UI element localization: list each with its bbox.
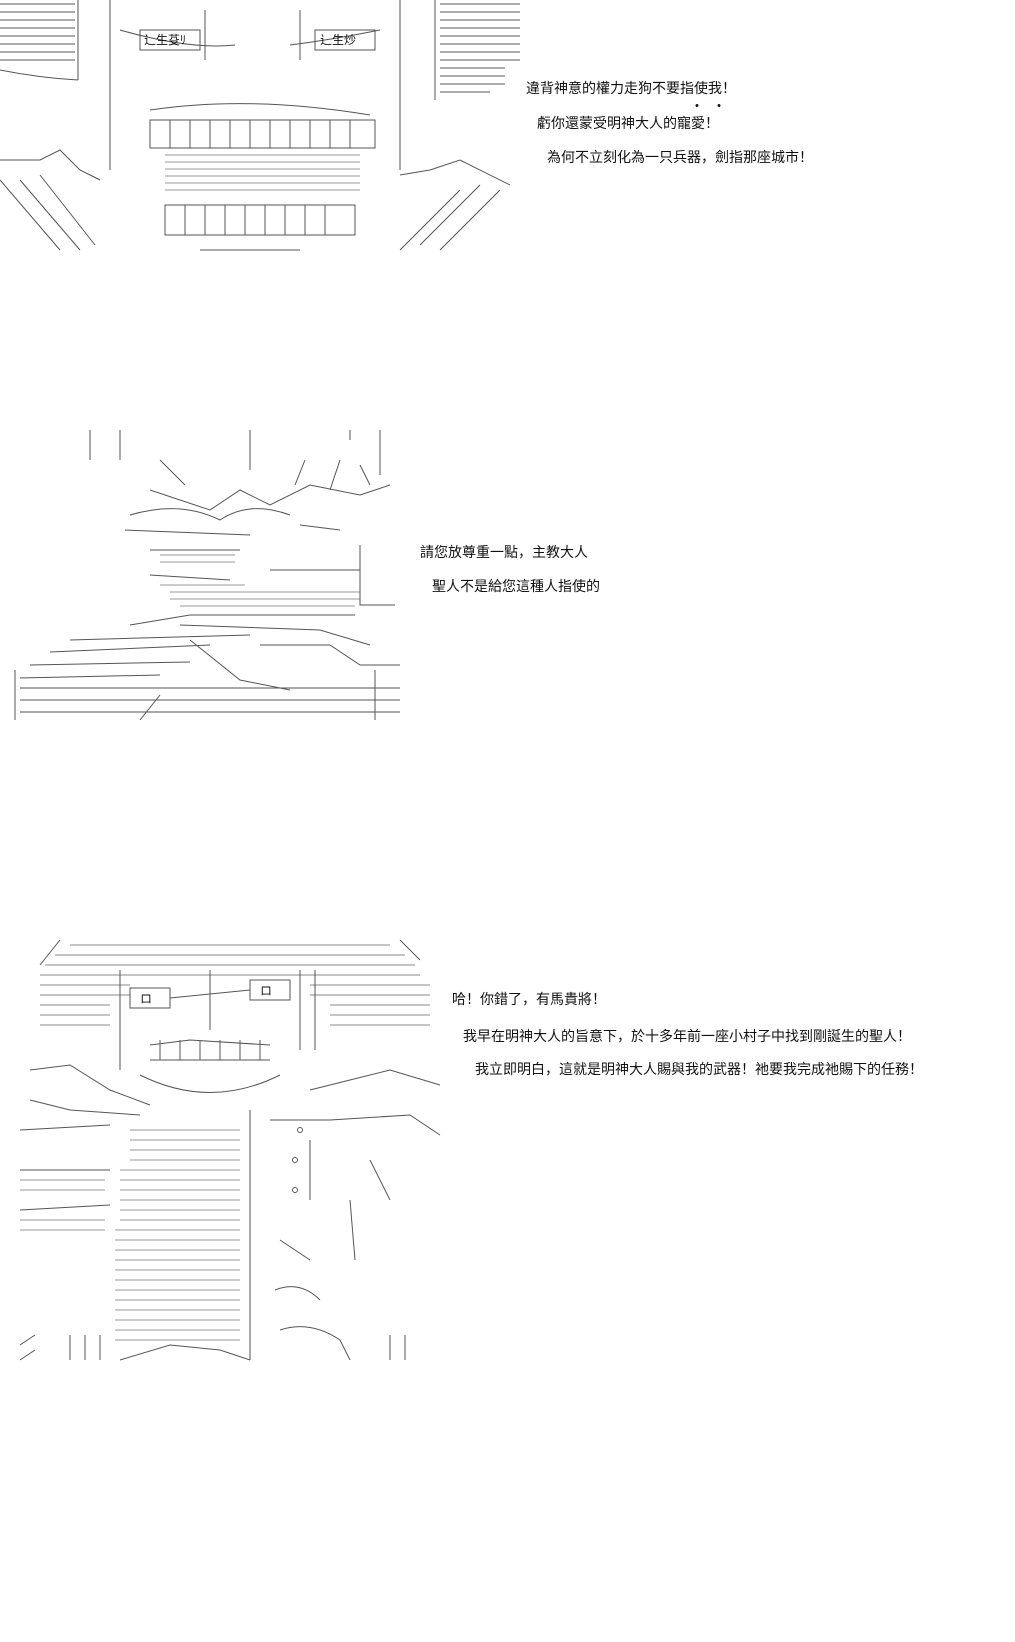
panel-1: 辶生芟ﾘ 辶生炒 違背神意的權力走狗不要指使我！ ・・ 虧你還蒙受明神大人的寵愛…: [0, 0, 1015, 270]
glasses-tag-right: ロ: [260, 984, 272, 998]
ascii-art-laughing-bishop-drawing: ロ ロ: [19, 940, 441, 1361]
dialogue-line: 為何不立刻化為一只兵器，劍指那座城市！: [547, 150, 813, 166]
emphasis-dots: ・・: [690, 99, 734, 115]
dialogue-line: 我早在明神大人的旨意下，於十多年前一座小村子中找到剛誕生的聖人！: [463, 1029, 911, 1045]
panel-3: ロ ロ 哈！你錯了，有馬貴將！ 我早在明神大人的旨意下，於十多年前一座小村子中找…: [0, 940, 1015, 1460]
ascii-art-angry-priest-drawing: 辶生芟ﾘ 辶生炒: [0, 0, 520, 251]
dialogue-line: 我立即明白，這就是明神大人賜與我的武器！祂要我完成祂賜下的任務！: [475, 1062, 923, 1078]
panel-2: 請您放尊重一點，主教大人 聖人不是給您這種人指使的: [0, 430, 1015, 760]
ascii-art-armored-knight-drawing: [14, 430, 400, 720]
dialogue-line: 請您放尊重一點，主教大人: [420, 545, 588, 561]
hatch-right: [440, 3, 520, 93]
dialogue-line: 聖人不是給您這種人指使的: [432, 579, 600, 595]
glasses-tag-left: ロ: [140, 992, 152, 1006]
dialogue-line: 違背神意的權力走狗不要指使我！: [526, 81, 736, 97]
ascii-art-angry-priest: 辶生芟ﾘ 辶生炒: [0, 0, 520, 260]
ascii-art-armored-knight: [10, 430, 410, 720]
ascii-art-laughing-bishop: ロ ロ: [10, 940, 450, 1370]
hatch-left: [0, 3, 75, 61]
dialogue-line: 虧你還蒙受明神大人的寵愛！: [537, 116, 719, 132]
tag-right: 辶生炒: [320, 33, 356, 47]
dialogue-line: 哈！你錯了，有馬貴將！: [452, 992, 606, 1008]
sword-blade: [19, 634, 251, 679]
tag-left: 辶生芟ﾘ: [144, 33, 186, 47]
